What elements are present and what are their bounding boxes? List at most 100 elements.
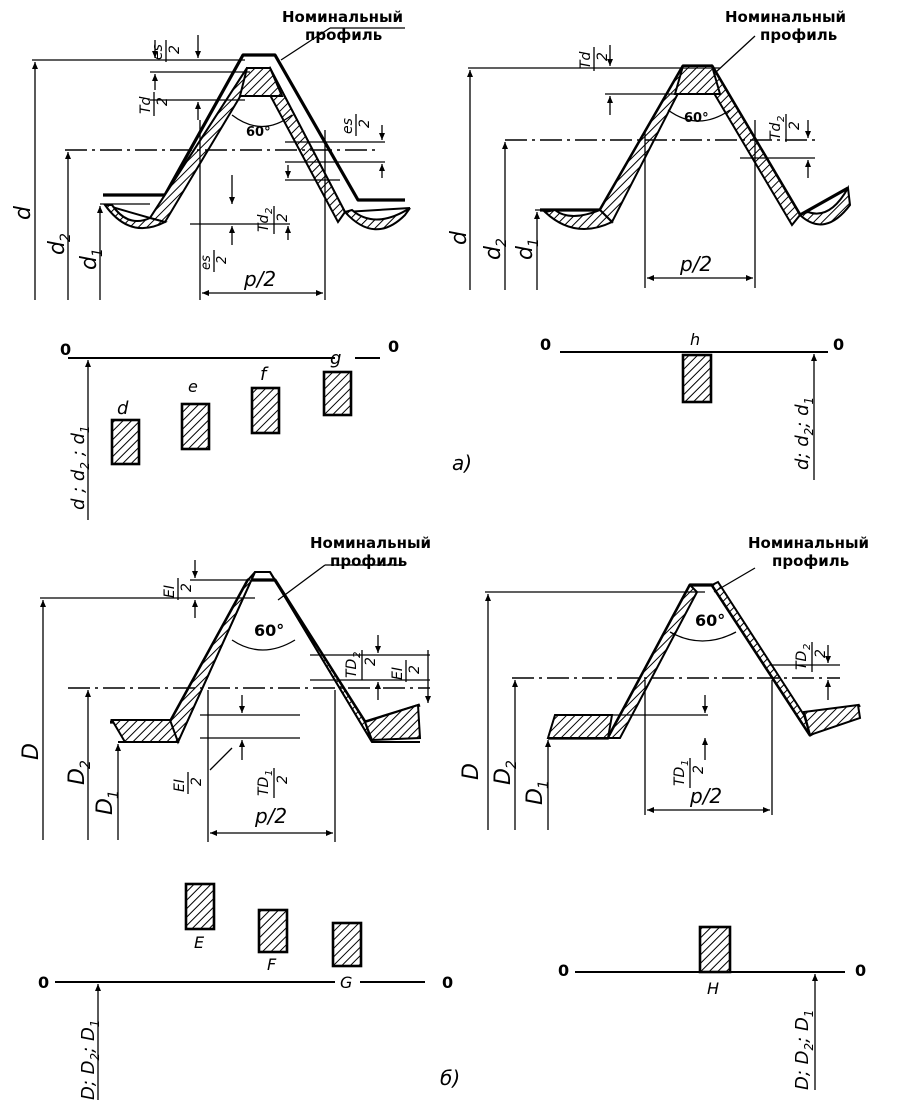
- zone-label-e: e: [188, 377, 198, 396]
- zone-f: [250, 386, 281, 435]
- nominal-leader: [280, 27, 331, 61]
- ei-fraction-right: EI 2: [390, 660, 423, 682]
- td-fraction-h: Td 2: [578, 47, 611, 71]
- TD2-H-den: 2: [813, 649, 829, 658]
- nut-angle-label: 60°: [254, 621, 284, 640]
- tolerance-band-root-right: [343, 207, 411, 231]
- zone-h: [681, 353, 713, 404]
- es-fraction-right: es 2: [340, 114, 373, 136]
- axis-label-a-left-sub1: 1: [78, 425, 92, 433]
- tolerance-band-root-left: [103, 204, 168, 230]
- zone-H: [698, 925, 732, 974]
- nut-band-root-left: [110, 719, 180, 743]
- nut-nominal-label-H-2: профиль: [772, 552, 849, 570]
- angle-label-h: 60°: [684, 111, 709, 126]
- bolt-zones-right: 0 0 h d; d2; d1: [540, 330, 844, 480]
- td-h-den: 2: [595, 52, 611, 61]
- td2-num-sub: 2: [264, 208, 275, 214]
- zone-g: [322, 370, 353, 417]
- angle-label: 60°: [246, 125, 271, 140]
- td-h-num: Td: [578, 51, 594, 69]
- es-right-num: es: [340, 118, 356, 134]
- ei-bot-num: EI: [172, 779, 188, 792]
- nut-profile-right: Номинальный профиль 60° p/2 D D 2 D 1 TD…: [459, 534, 869, 830]
- axis-label-b-right-text: D; D2; D1: [792, 1010, 816, 1090]
- td2-den: 2: [275, 213, 291, 222]
- axis-label-a-right: d; d2; d1: [792, 397, 816, 470]
- nut-band-root-right: [363, 703, 422, 742]
- td1-H-num-sub: 1: [680, 760, 691, 766]
- ei-fraction-bottom: EI 2: [172, 772, 205, 794]
- td1-fraction: TD 1 2: [256, 768, 291, 798]
- td1-fraction-H: TD 1 2: [672, 758, 707, 788]
- d2-label-sub: 2: [58, 233, 74, 242]
- ei-bot-den: 2: [189, 777, 205, 786]
- axis-label-a-right-sub1: 1: [802, 397, 816, 405]
- nut-nominal-label-H-1: Номинальный: [748, 534, 869, 552]
- td1-den: 2: [275, 775, 291, 784]
- axis-label-b-left: D; D2; D1: [78, 1020, 102, 1100]
- D2-label-H: D 2: [491, 760, 520, 785]
- axis-label-a-left-sub2: 2: [78, 462, 92, 470]
- es-right-den: 2: [357, 119, 373, 128]
- TD2-den: 2: [363, 657, 379, 666]
- D2-label-H-main: D: [491, 768, 516, 785]
- zone-label-G: G: [340, 973, 352, 992]
- ei-right-den: 2: [407, 665, 423, 674]
- bolt-profile-right: Номинальный профиль 60° p/2 d d 2 d 1 Td…: [447, 8, 852, 290]
- caption-b: б): [440, 1066, 460, 1090]
- d2-label-h-main: d: [481, 245, 506, 260]
- td-num: Td: [138, 96, 154, 114]
- zero-a-right-2: 0: [833, 335, 844, 354]
- zone-label-h: h: [690, 330, 700, 349]
- nut-band-right: [269, 571, 373, 743]
- axis-label-a-right-main: d; d: [792, 435, 813, 470]
- axis-label-b-right-mid: ; D: [792, 1017, 813, 1043]
- TD2-num-sub: 2: [352, 652, 363, 658]
- td2-fraction-h: Td 2 2: [768, 114, 803, 142]
- angle-arc: [231, 114, 293, 128]
- td2-num: Td: [256, 214, 272, 232]
- d1-label-h-sub: 1: [526, 238, 542, 247]
- es-fraction-top: es 2: [150, 40, 183, 62]
- axis-label-b-left-mid: ; D: [78, 1027, 99, 1053]
- ei-fraction-top: EI 2: [162, 578, 195, 600]
- ei-top-den: 2: [179, 583, 195, 592]
- axis-label-b-left-sub2: 2: [88, 1053, 102, 1061]
- D1-label-sub: 1: [106, 790, 122, 799]
- D2-label-main: D: [65, 768, 90, 785]
- axis-label-b-right-sub1: 1: [802, 1010, 816, 1018]
- nut-nominal-leader-H: [713, 567, 756, 593]
- d2-label-h: d 2: [481, 238, 510, 260]
- es-bot-num: es: [199, 255, 214, 270]
- D-label-H: D: [459, 763, 484, 780]
- nut-nominal-profile: [110, 578, 421, 724]
- td2-h-num: Td: [768, 122, 784, 140]
- nut-band-H-root-right: [802, 703, 862, 737]
- zone-label-g: g: [330, 348, 341, 369]
- D1-label-H-sub: 1: [536, 780, 552, 789]
- D2-label-H-sub: 2: [504, 760, 520, 769]
- d2-label-main: d: [45, 240, 70, 255]
- nut-p2-label-H: p/2: [689, 784, 722, 808]
- zero-b-left-2: 0: [442, 973, 453, 992]
- axis-label-b-right: D; D2; D1: [792, 1010, 816, 1090]
- axis-label-a-right-mid: ; d: [792, 404, 813, 428]
- p2-label: p/2: [243, 267, 276, 291]
- D1-label-main: D: [93, 798, 118, 815]
- d2-label-h-sub: 2: [494, 238, 510, 247]
- tolerance-band-crest: [238, 67, 284, 97]
- tolerance-band-h-root-left: [542, 208, 614, 230]
- nominal-label-h-1: Номинальный: [725, 8, 846, 26]
- nut-p2-label: p/2: [254, 804, 287, 828]
- es-top-num: es: [150, 44, 166, 60]
- nut-angle-label-H: 60°: [695, 611, 725, 630]
- axis-label-a-left-text: d ; d2 ; d1: [68, 425, 92, 510]
- d1-label-sub: 1: [90, 248, 106, 257]
- TD2-fraction: TD 2 2: [344, 650, 379, 680]
- ei-right-num: EI: [390, 667, 406, 680]
- es-fraction-bottom: es 2: [199, 250, 230, 272]
- zero-a-left-1: 0: [60, 340, 71, 359]
- d1-label: d 1: [77, 248, 106, 270]
